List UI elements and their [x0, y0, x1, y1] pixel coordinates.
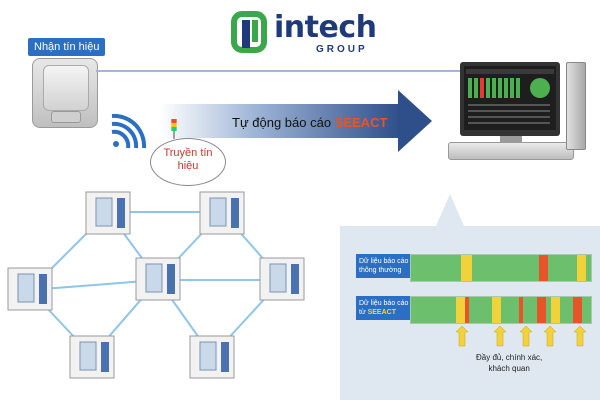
keyboard-icon: [448, 142, 574, 160]
alarm-mark: [537, 297, 546, 323]
pc-tower-icon: [566, 62, 586, 150]
monitor-stand: [500, 136, 522, 144]
warn-mark: [461, 255, 473, 281]
row2-label: Dữ liệu báo cáo từ SEEACT: [356, 296, 414, 320]
receiver-device-icon: [32, 58, 98, 128]
wifi-icon: [111, 113, 147, 149]
warn-mark: [551, 297, 561, 323]
bubble-line-1: Truyền tín: [163, 147, 213, 159]
chamber-icon: [199, 191, 245, 235]
logo-mark-icon: [231, 11, 267, 53]
warn-mark: [456, 297, 465, 323]
row1-label: Dữ liệu báo cáo thông thường: [356, 254, 414, 278]
alarm-mark: [573, 297, 582, 323]
highlight-arrows: [455, 325, 587, 347]
alarm-mark: [465, 297, 469, 323]
signal-bubble: Truyền tín hiệu: [150, 138, 226, 186]
chamber-network: [7, 191, 305, 379]
bubble-line-2: hiệu: [177, 160, 199, 172]
logo-group-text: GROUP: [316, 44, 368, 55]
chamber-icon: [69, 335, 115, 379]
alarm-mark: [538, 255, 548, 281]
row2-bar: [410, 296, 592, 324]
report-arrow-head: [398, 90, 432, 152]
report-arrow: [160, 104, 400, 138]
intech-logo: intech GROUP: [228, 10, 377, 56]
warn-mark: [492, 297, 501, 323]
warn-mark: [576, 255, 586, 281]
chamber-icon: [135, 257, 181, 301]
receiver-label: Nhận tín hiệu: [28, 38, 106, 56]
chamber-icon: [259, 257, 305, 301]
signal-tower-icon: [171, 119, 177, 139]
connection-line: [96, 70, 466, 72]
alarm-mark: [519, 297, 523, 323]
chamber-icon: [85, 191, 131, 235]
row1-bar: [410, 254, 592, 282]
logo-text: intech: [274, 10, 377, 45]
chamber-icon: [7, 267, 53, 311]
monitor-icon: [460, 62, 560, 136]
panel-callout: [436, 194, 464, 226]
arrow-caption: Tự động báo cáo SEEACT: [232, 115, 388, 130]
conclusion-text: Đầy đủ, chính xác, khách quan: [476, 353, 543, 373]
chamber-icon: [189, 335, 235, 379]
